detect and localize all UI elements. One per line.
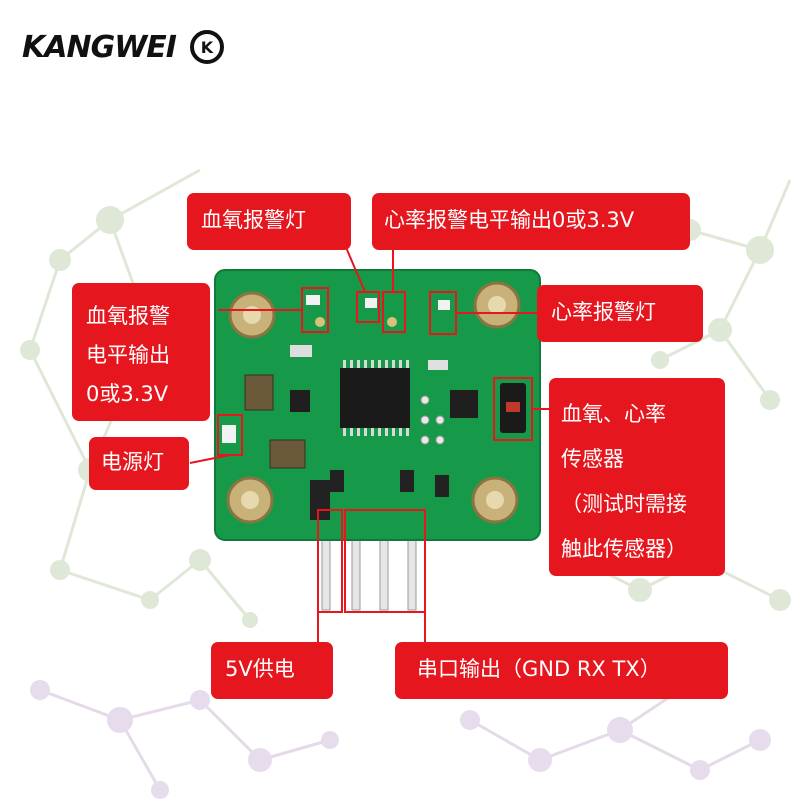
label-spo2-alarm-level: 血氧报警 电平输出 0或3.3V: [72, 283, 210, 421]
label-hr-alarm-led: 心率报警灯: [537, 285, 703, 342]
label-line: （测试时需接: [561, 492, 687, 516]
label-text: 心率报警电平输出0或3.3V: [384, 208, 635, 232]
brand-logo-mark-letter: K: [201, 38, 214, 57]
label-text: 血氧报警灯: [201, 208, 306, 232]
indicator-leds: [222, 295, 450, 443]
spo2-heart-rate-sensor: [500, 383, 526, 433]
brand-logo-text: KANGWEI: [22, 30, 177, 65]
label-text: 串口输出（GND RX TX）: [417, 657, 661, 681]
label-uart-output: 串口输出（GND RX TX）: [395, 642, 728, 699]
label-line: 传感器: [561, 447, 624, 471]
label-line: 0或3.3V: [86, 382, 169, 406]
callout-lines: [189, 244, 552, 645]
label-line: 血氧、心率: [561, 402, 666, 426]
main-ic-chip: [340, 360, 410, 436]
label-spo2-alarm-led: 血氧报警灯: [187, 193, 351, 250]
label-line: 血氧报警: [86, 304, 170, 328]
label-text: 电源灯: [101, 450, 164, 474]
uart-pins-callout: [344, 509, 426, 613]
label-hr-alarm-level: 心率报警电平输出0或3.3V: [372, 193, 690, 250]
label-power-led: 电源灯: [89, 437, 189, 490]
label-text: 5V供电: [225, 657, 295, 681]
solder-pads: [315, 317, 397, 327]
label-text: 心率报警灯: [551, 300, 656, 324]
label-line: 触此传感器）: [561, 537, 687, 561]
label-line: 电平输出: [86, 343, 170, 367]
mounting-screws: [226, 281, 521, 524]
label-5v-power: 5V供电: [211, 642, 333, 699]
spo2-led-callout: [356, 291, 380, 323]
label-sensor: 血氧、心率 传感器 （测试时需接 触此传感器）: [549, 378, 725, 576]
power-pin-callout: [317, 509, 343, 613]
brand-logo-mark: K: [190, 30, 224, 64]
passive-components: [244, 345, 478, 520]
